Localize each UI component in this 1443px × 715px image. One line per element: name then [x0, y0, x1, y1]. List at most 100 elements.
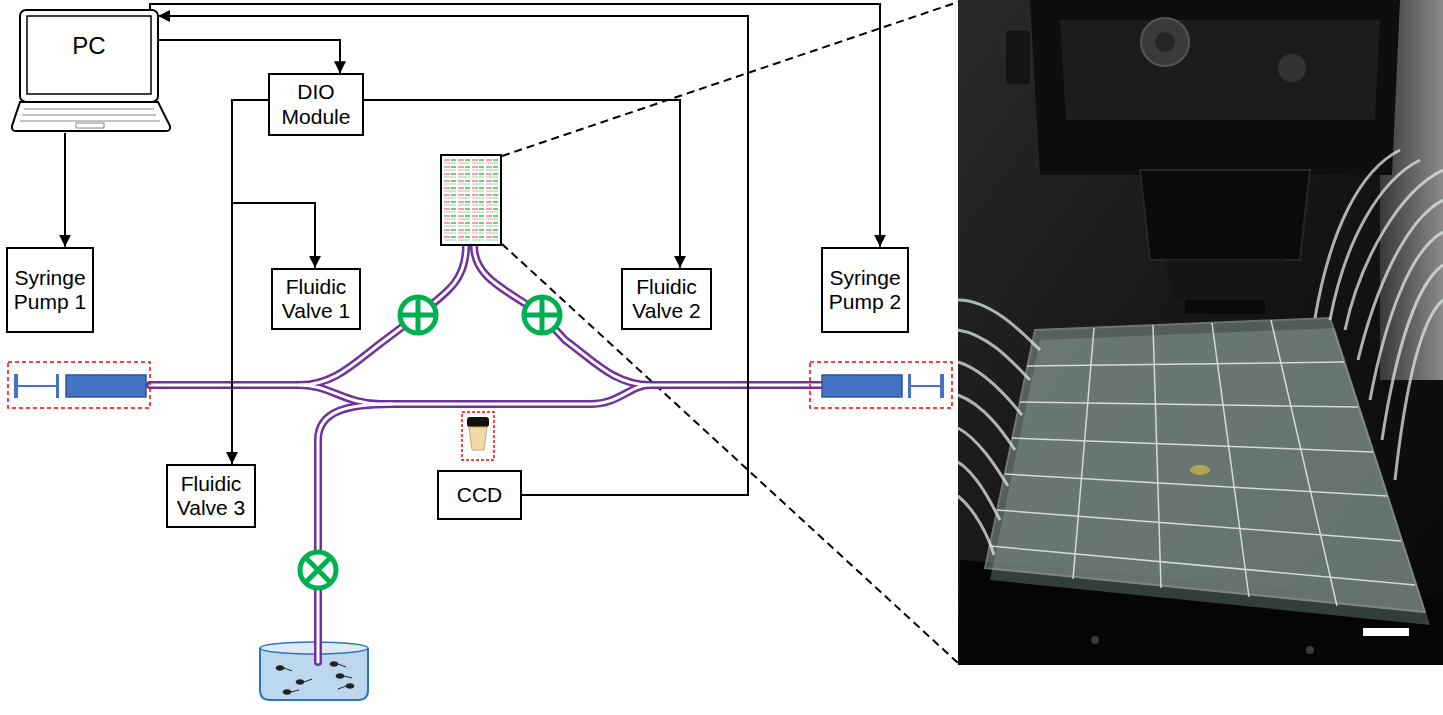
valve-symbol	[400, 297, 436, 333]
zoom-lines	[502, 2, 958, 663]
device-box: Fluidic Valve 3	[166, 464, 256, 528]
glass-chip	[1012, 438, 1373, 452]
syringe-symbol	[56, 374, 59, 398]
syringe-symbol	[66, 375, 146, 397]
setup-photo	[958, 0, 1443, 665]
fish-dish	[276, 662, 354, 694]
tubing	[958, 462, 1000, 520]
fish-dish	[330, 662, 338, 666]
syringe-symbol	[810, 362, 952, 408]
setup-photo	[1030, 0, 1400, 175]
signal-arrow	[364, 100, 680, 268]
tubing	[1395, 300, 1443, 480]
glass-chip	[1271, 320, 1337, 606]
glass-chip	[1020, 402, 1358, 407]
syringe-symbol	[911, 385, 940, 387]
laptop-symbol	[20, 109, 160, 121]
syringe-symbol	[14, 374, 18, 398]
node-label: CCD	[457, 483, 503, 507]
laptop-symbol	[10, 10, 172, 133]
laptop-symbol	[12, 102, 170, 131]
signal-arrow	[158, 16, 748, 495]
valve-symbol	[524, 297, 560, 333]
node-label: Fluidic Valve 3	[172, 472, 250, 520]
signal-arrow	[150, 4, 880, 247]
valve-symbol	[300, 552, 336, 588]
device-box: Syringe Pump 1	[6, 247, 94, 333]
device-box: Fluidic Valve 1	[271, 268, 361, 330]
camera-icon	[467, 417, 489, 427]
node-label: PC	[72, 32, 105, 60]
glass-chip	[985, 318, 1430, 625]
fish-dish	[296, 680, 304, 684]
setup-photo	[958, 0, 1443, 665]
scale-bar	[1363, 628, 1409, 636]
syringe-symbol	[908, 374, 911, 398]
glass-chip	[990, 546, 1415, 585]
fluid-channel	[150, 246, 466, 385]
glass-chip	[1212, 323, 1249, 597]
laptop-symbol	[20, 10, 158, 102]
fish-dish	[276, 666, 284, 670]
device-box: CCD	[437, 470, 522, 520]
tubing	[958, 150, 1443, 555]
setup-photo	[1165, 260, 1285, 300]
setup-photo	[1306, 646, 1314, 654]
setup-photo	[1141, 18, 1189, 66]
device-box: Fluidic Valve 2	[621, 268, 712, 330]
tubing	[1330, 160, 1420, 320]
valve-symbol	[305, 557, 330, 582]
setup-photo	[1278, 54, 1306, 82]
zoom-lines	[502, 2, 958, 156]
node-label: Syringe Pump 2	[827, 266, 903, 314]
syringe-symbol	[18, 385, 56, 387]
glass-chip	[1073, 328, 1094, 579]
valve-symbol	[524, 297, 560, 333]
node-label: DIO Module	[274, 80, 358, 128]
node-label: Fluidic Valve 2	[627, 275, 706, 323]
syringe-symbol	[810, 362, 952, 408]
glass-chip	[1005, 474, 1387, 496]
fish-dish	[304, 679, 312, 682]
module-box: DIO Module	[268, 73, 364, 135]
camera-icon	[462, 412, 494, 460]
fluid-channel	[150, 246, 822, 662]
syringe-symbol	[940, 374, 944, 398]
fluid-channel	[318, 404, 392, 662]
syringe-symbol	[822, 375, 902, 397]
valve-symbol	[400, 297, 436, 333]
zoom-lines	[502, 244, 958, 663]
tubing	[958, 496, 994, 555]
glass-chip	[985, 318, 1425, 612]
tubing	[958, 395, 1015, 450]
glass-chip	[997, 510, 1401, 541]
valve-symbol	[524, 297, 560, 333]
setup-photo	[1060, 20, 1380, 120]
microfluidic-chip	[441, 155, 501, 245]
tubing	[1315, 150, 1400, 318]
fish-dish	[346, 684, 354, 688]
syringe-symbol	[8, 362, 150, 408]
fish-dish	[338, 686, 346, 689]
laptop-symbol	[76, 123, 104, 128]
fish-dish	[336, 674, 344, 678]
computer-icon: PC	[20, 10, 158, 133]
device-box: Syringe Pump 2	[821, 247, 909, 333]
fluid-channel	[300, 385, 650, 404]
fluid-channel	[150, 246, 466, 385]
glass-chip	[990, 320, 1415, 606]
fish-dish	[344, 676, 352, 678]
fish-dish	[283, 690, 291, 694]
signal-arrow	[158, 40, 340, 73]
setup-photo	[1155, 32, 1175, 52]
glass-chip	[1153, 325, 1161, 588]
tubing	[1382, 265, 1443, 440]
microfluidic-chip	[444, 158, 498, 242]
fluid-channel	[474, 246, 822, 385]
node-label: Fluidic Valve 1	[277, 275, 355, 323]
syringe-symbol	[8, 362, 150, 408]
